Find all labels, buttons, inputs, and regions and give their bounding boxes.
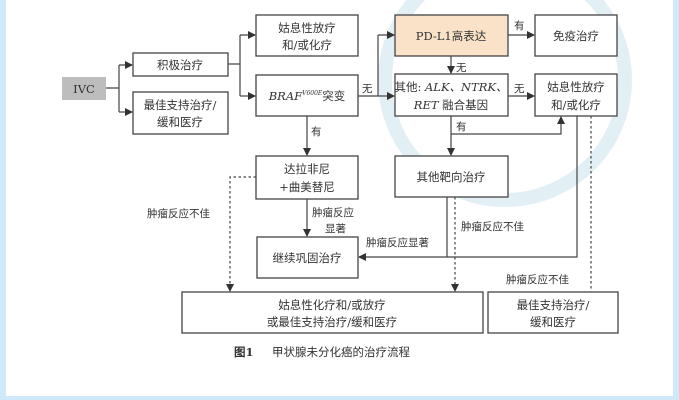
label-good-1: 肿瘤反应 <box>312 206 354 219</box>
svg-text:IVC: IVC <box>73 82 95 96</box>
svg-text:继续巩固治疗: 继续巩固治疗 <box>273 251 342 265</box>
svg-text:最佳支持治疗/: 最佳支持治疗/ <box>144 98 217 112</box>
label-braf-no: 无 <box>362 83 373 95</box>
svg-text:达拉非尼: 达拉非尼 <box>284 162 330 176</box>
label-fusion-yes: 有 <box>456 120 467 133</box>
caption-text: 甲状腺未分化癌的治疗流程 <box>272 345 410 359</box>
node-other-targeted: 其他靶向治疗 <box>394 155 509 198</box>
caption-label: 图1 <box>234 345 254 359</box>
node-palliative-top: 姑息性放疗 和/或化疗 <box>255 14 359 57</box>
label-pdl1-yes: 有 <box>514 19 525 32</box>
bottom-frame-bar <box>0 396 679 400</box>
svg-text:积极治疗: 积极治疗 <box>157 58 203 72</box>
svg-text:其他靶向治疗: 其他靶向治疗 <box>417 170 486 184</box>
svg-text:PD-L1高表达: PD-L1高表达 <box>416 29 487 43</box>
svg-text:其他: ALK、NTRK、: 其他: ALK、NTRK、 <box>394 80 507 94</box>
svg-text:免疫治疗: 免疫治疗 <box>553 29 599 43</box>
label-pdl1-no: 无 <box>456 62 467 74</box>
node-pdl1: PD-L1高表达 <box>394 14 509 57</box>
svg-text:缓和医疗: 缓和医疗 <box>157 115 203 129</box>
node-consolidate: 继续巩固治疗 <box>256 236 359 279</box>
label-good-right: 肿瘤反应显著 <box>366 236 429 249</box>
node-dabrafenib: 达拉非尼 +曲美替尼 <box>255 155 359 200</box>
node-braf-mutation: BRAFV600E突变 <box>255 74 359 117</box>
node-immunotherapy: 免疫治疗 <box>534 14 618 57</box>
svg-text:+曲美替尼: +曲美替尼 <box>279 180 335 194</box>
svg-text:姑息性放疗: 姑息性放疗 <box>547 80 605 94</box>
node-other-fusion: 其他: ALK、NTRK、 RET 融合基因 <box>394 73 509 117</box>
svg-text:姑息性化疗和/或放疗: 姑息性化疗和/或放疗 <box>278 298 385 312</box>
label-poor-right: 肿瘤反应不佳 <box>506 273 569 286</box>
label-fusion-no: 无 <box>514 83 525 95</box>
svg-text:缓和医疗: 缓和医疗 <box>530 315 576 329</box>
svg-text:姑息性放疗: 姑息性放疗 <box>278 21 336 35</box>
label-braf-yes: 有 <box>311 125 322 138</box>
connectors <box>106 35 592 292</box>
svg-text:最佳支持治疗/: 最佳支持治疗/ <box>517 298 590 312</box>
right-frame-bar <box>673 0 679 400</box>
label-good-2: 显著 <box>325 222 346 235</box>
svg-text:RET 融合基因: RET 融合基因 <box>413 98 488 112</box>
label-poor-mid: 肿瘤反应不佳 <box>461 220 524 233</box>
label-poor-left: 肿瘤反应不佳 <box>147 207 210 220</box>
node-palliative-right: 姑息性放疗 和/或化疗 <box>534 73 618 117</box>
node-active-treatment: 积极治疗 <box>132 52 229 77</box>
node-best-support-1: 最佳支持治疗/ 缓和医疗 <box>132 91 229 135</box>
svg-text:BRAFV600E突变: BRAFV600E突变 <box>268 89 346 103</box>
svg-text:或最佳支持治疗/缓和医疗: 或最佳支持治疗/缓和医疗 <box>267 315 397 329</box>
watermark <box>378 0 632 207</box>
node-bottom-right: 最佳支持治疗/ 缓和医疗 <box>487 291 619 334</box>
svg-text:和/或化疗: 和/或化疗 <box>551 98 601 112</box>
node-ivc: IVC <box>62 77 106 100</box>
svg-text:和/或化疗: 和/或化疗 <box>282 38 332 52</box>
node-bottom-main: 姑息性化疗和/或放疗 或最佳支持治疗/缓和医疗 <box>181 291 484 334</box>
left-frame-bar <box>0 0 6 400</box>
